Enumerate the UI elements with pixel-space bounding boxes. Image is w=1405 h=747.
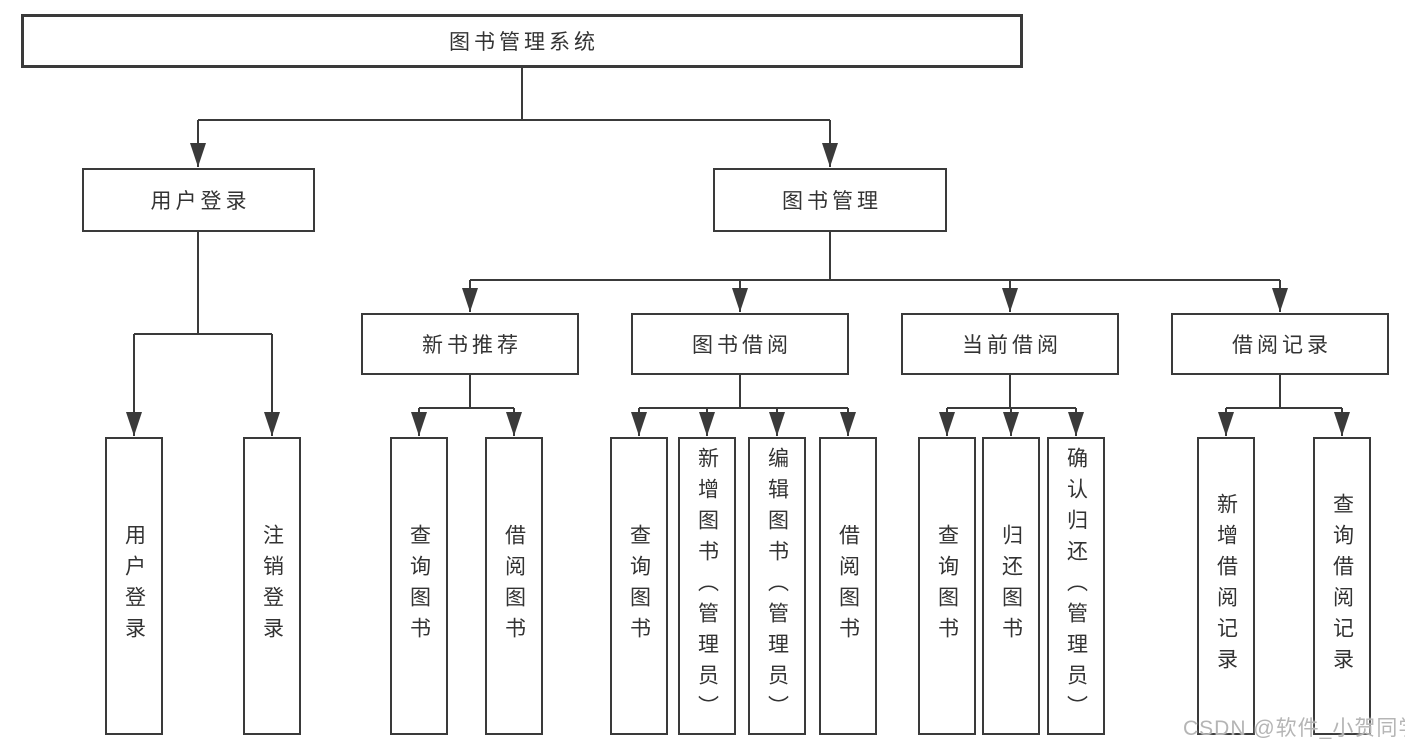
node-label: 确认归还（管理员） (1064, 446, 1088, 726)
node-label: 图书借阅 (692, 334, 792, 357)
node-label: 用户登录 (122, 524, 146, 648)
edge-user-login-trunk (134, 232, 272, 335)
node-borrowing-records: 借阅记录 (1171, 313, 1389, 375)
node-leaf-borrow-books-2: 借阅图书 (819, 437, 877, 735)
edge-book-mgmt-trunk (470, 232, 1280, 281)
node-label: 查询图书 (627, 524, 651, 648)
node-label: 借阅记录 (1232, 334, 1332, 357)
node-label: 新增借阅记录 (1214, 493, 1238, 679)
csdn-watermark: CSDN @软件_小贺同学 (1183, 717, 1405, 740)
node-leaf-return-books: 归还图书 (982, 437, 1040, 735)
node-label: 借阅图书 (502, 524, 526, 648)
node-leaf-user-login: 用户登录 (105, 437, 163, 735)
node-label: 新增图书（管理员） (695, 446, 719, 726)
edge-new-book-rec-trunk (419, 375, 514, 409)
node-label: 注销登录 (260, 524, 284, 648)
node-label: 图书管理 (782, 190, 882, 213)
node-new-book-recommendation: 新书推荐 (361, 313, 579, 375)
edge-borrow-records-trunk (1226, 375, 1342, 409)
node-leaf-query-borrow-record: 查询借阅记录 (1313, 437, 1371, 735)
node-label: 归还图书 (999, 524, 1023, 648)
node-leaf-edit-books-admin: 编辑图书（管理员） (748, 437, 806, 735)
node-leaf-add-books-admin: 新增图书（管理员） (678, 437, 736, 735)
node-user-login: 用户登录 (82, 168, 315, 232)
node-label: 编辑图书（管理员） (765, 446, 789, 726)
edge-root-trunk (198, 67, 830, 121)
node-label: 用户登录 (150, 190, 251, 213)
node-current-borrowing: 当前借阅 (901, 313, 1119, 375)
node-label: 查询借阅记录 (1330, 493, 1354, 679)
edge-current-borrow-trunk (947, 375, 1076, 409)
node-leaf-query-books-3: 查询图书 (918, 437, 976, 735)
node-book-management: 图书管理 (713, 168, 947, 232)
node-label: 借阅图书 (836, 524, 860, 648)
node-leaf-query-books-2: 查询图书 (610, 437, 668, 735)
node-label: 图书管理系统 (449, 31, 599, 54)
node-label: 当前借阅 (962, 334, 1062, 357)
node-leaf-add-borrow-record: 新增借阅记录 (1197, 437, 1255, 735)
node-book-borrowing: 图书借阅 (631, 313, 849, 375)
node-label: 新书推荐 (422, 334, 522, 357)
edge-book-borrow-trunk (639, 375, 848, 409)
node-leaf-query-books-1: 查询图书 (390, 437, 448, 735)
node-leaf-borrow-books-1: 借阅图书 (485, 437, 543, 735)
node-label: 查询图书 (935, 524, 959, 648)
node-leaf-logout: 注销登录 (243, 437, 301, 735)
node-label: 查询图书 (407, 524, 431, 648)
node-library-management-system: 图书管理系统 (21, 14, 1023, 68)
node-leaf-confirm-return-admin: 确认归还（管理员） (1047, 437, 1105, 735)
